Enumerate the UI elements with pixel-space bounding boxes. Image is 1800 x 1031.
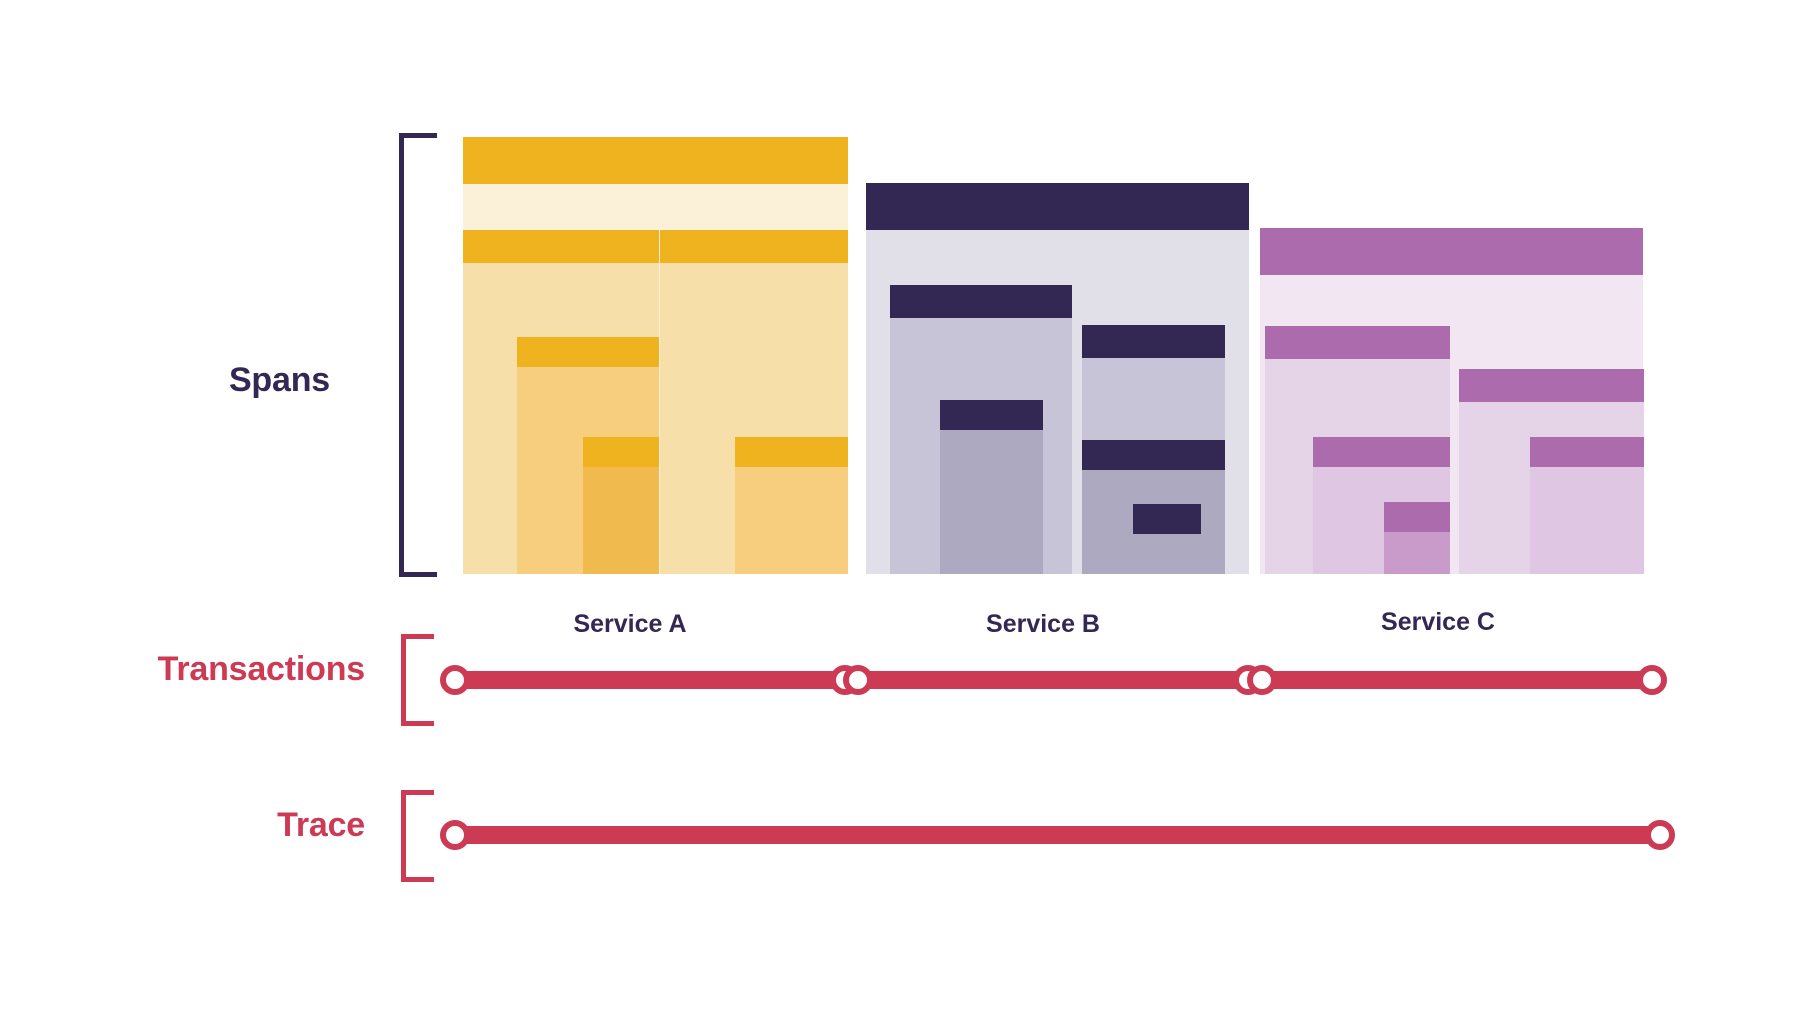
span-header-root-span [463,137,848,184]
bracket-transactions [401,634,434,726]
timeline-bar-transaction-service-c [1262,671,1652,689]
span-bar-sibling-child-2 [1133,504,1201,574]
span-header-child-span-2 [940,400,1043,430]
transactions-timeline [0,640,1800,720]
span-bar-sibling-child [1530,437,1644,574]
span-bar-child-span-3 [1384,502,1450,574]
span-header-child-span-1 [1265,326,1450,359]
service-label-service-b: Service B [986,610,1100,638]
row-label-trace: Trace [277,806,365,844]
span-header-child-span-3 [1384,502,1450,532]
timeline-endpoint-transaction-service-b-start [843,665,873,695]
row-label-transactions: Transactions [157,650,366,688]
timeline-endpoint-transaction-service-c-start [1247,665,1277,695]
span-header-sibling-child-1 [1082,440,1225,470]
span-header-child-span-2 [517,337,659,367]
timeline-bar-transaction-service-a [455,671,845,689]
spans-area [463,137,1644,574]
timeline-endpoint-trace-span-end [1645,820,1675,850]
bracket-spans [399,133,437,577]
span-header-root-span [1260,228,1643,275]
span-header-child-span-1 [463,230,659,263]
timeline-endpoint-transaction-service-c-end [1637,665,1667,695]
span-header-child-span-2 [1313,437,1450,467]
row-label-spans: Spans [228,361,330,399]
service-label-service-c: Service C [1381,608,1495,636]
timeline-bar-transaction-service-b [858,671,1248,689]
span-header-child-span-3 [583,437,659,467]
span-header-child-span-1 [890,285,1072,318]
span-bar-child-span-2 [940,400,1043,574]
span-header-sibling-span [1459,369,1644,402]
span-header-sibling-span [660,230,848,263]
timeline-bar-trace-span [455,826,1660,844]
span-bar-sibling-child [735,437,848,574]
bracket-trace [401,790,434,882]
span-header-root-span [866,183,1249,230]
service-label-service-a: Service A [573,610,687,638]
span-header-sibling-child [735,437,848,467]
span-bar-child-span-3 [583,437,659,574]
timeline-endpoint-transaction-service-a-start [440,665,470,695]
timeline-endpoint-trace-span-start [440,820,470,850]
span-header-sibling-span [1082,325,1225,358]
span-header-sibling-child [1530,437,1644,467]
trace-timeline [0,795,1800,875]
span-header-sibling-child-2 [1133,504,1201,534]
